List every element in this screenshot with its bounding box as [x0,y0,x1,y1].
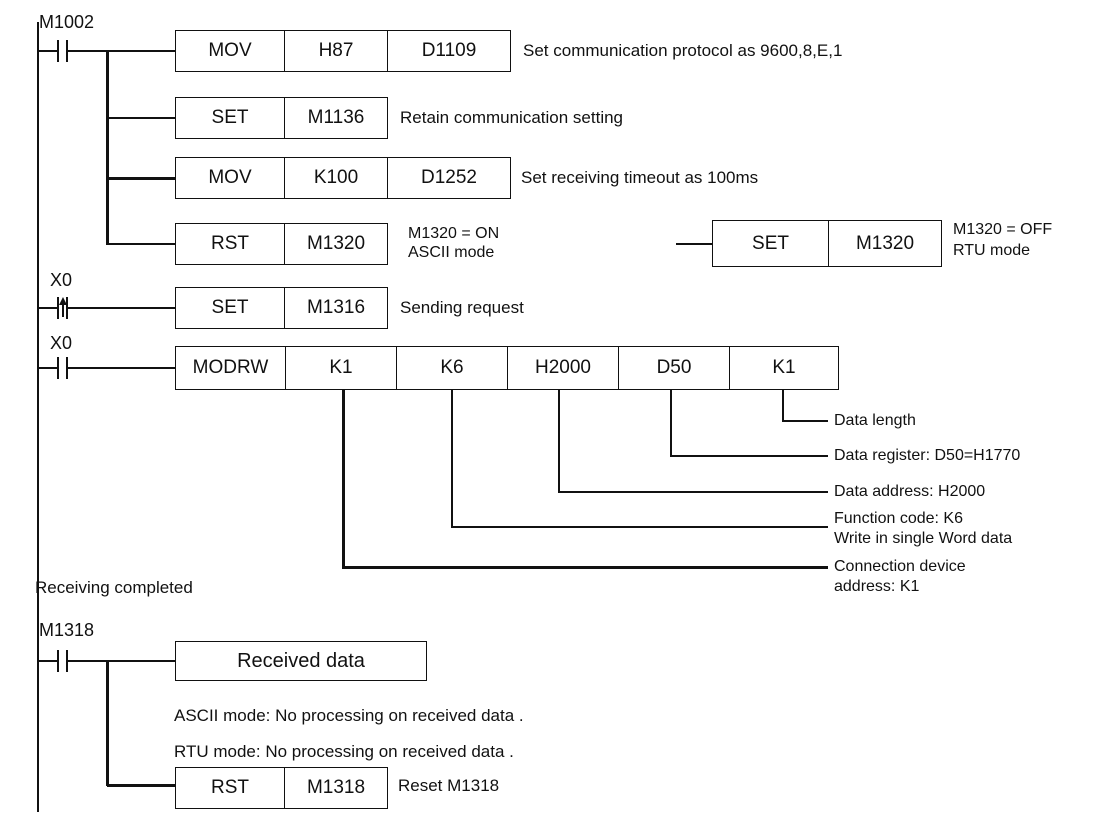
wire [38,660,57,662]
wire [38,50,57,52]
comment-r1: Set communication protocol as 9600,8,E,1 [523,41,843,60]
modrw-arg: K1 [285,346,397,390]
note-function-code-line2: Write in single Word data [834,530,1013,547]
comment-r4b-line2: RTU mode [953,242,1031,259]
wire [107,243,175,245]
instruction-op: MOV [175,30,285,72]
received-data-box: Received data [175,641,427,681]
leader-line [782,420,828,422]
note-data-length: Data length [834,412,916,429]
instruction-operand: K100 [284,157,388,199]
leader-line [782,390,784,421]
contact-label-m1318: M1318 [39,620,95,640]
wire [67,660,175,662]
comment-r4-line2: ASCII mode [408,244,495,261]
leader-line [342,390,345,568]
contact-label-x0-pulse: X0 [50,270,73,290]
instruction-op: MODRW [175,346,286,390]
instruction-operand: H87 [284,30,388,72]
modrw-arg: K6 [396,346,508,390]
modrw-arg: H2000 [507,346,619,390]
comment-r4-line1: M1320 = ON [408,225,500,242]
wire [676,243,712,245]
note-data-address: Data address: H2000 [834,483,986,500]
leader-line [451,390,453,527]
power-rail [37,22,39,812]
wire [107,117,175,119]
instruction-operand: M1316 [284,287,388,329]
note-rtu-mode: RTU mode: No processing on received data… [174,742,514,761]
contact-label-m1002: M1002 [39,12,95,32]
branch-line [106,660,109,786]
branch-line [106,50,109,245]
note-device-line2: address: K1 [834,578,920,595]
contact-label-x0: X0 [50,333,73,353]
instruction-operand: D1109 [387,30,511,72]
modrw-arg: K1 [729,346,839,390]
comment-r5: Sending request [400,298,524,317]
instruction-operand: M1320 [284,223,388,265]
note-data-register: Data register: D50=H1770 [834,447,1021,464]
wire [107,177,175,180]
wire [67,50,175,52]
instruction-op: SET [712,220,829,267]
leader-line [558,390,560,492]
instruction-op: RST [175,767,285,809]
leader-line [451,526,828,528]
note-function-code-line1: Function code: K6 [834,510,963,527]
leader-line [670,390,672,456]
comment-r3: Set receiving timeout as 100ms [521,168,759,187]
note-ascii-mode: ASCII mode: No processing on received da… [174,706,524,725]
instruction-op: SET [175,287,285,329]
leader-line [342,566,828,569]
comment-r2: Retain communication setting [400,108,624,127]
wire [38,307,57,309]
arrow-up-icon [59,297,67,317]
note-device-line1: Connection device [834,558,966,575]
instruction-op: MOV [175,157,285,199]
leader-line [670,455,828,457]
instruction-op: SET [175,97,285,139]
instruction-operand: M1320 [828,220,942,267]
instruction-operand: M1318 [284,767,388,809]
section-title-receiving: Receiving completed [35,578,193,597]
wire [38,367,57,369]
comment-r-last: Reset M1318 [398,776,500,795]
wire [67,367,175,369]
instruction-operand: D1252 [387,157,511,199]
leader-line [558,491,828,493]
wire [67,307,175,309]
wire [107,784,175,787]
comment-r4b-line1: M1320 = OFF [953,221,1053,238]
modrw-arg: D50 [618,346,730,390]
instruction-operand: M1136 [284,97,388,139]
instruction-op: RST [175,223,285,265]
